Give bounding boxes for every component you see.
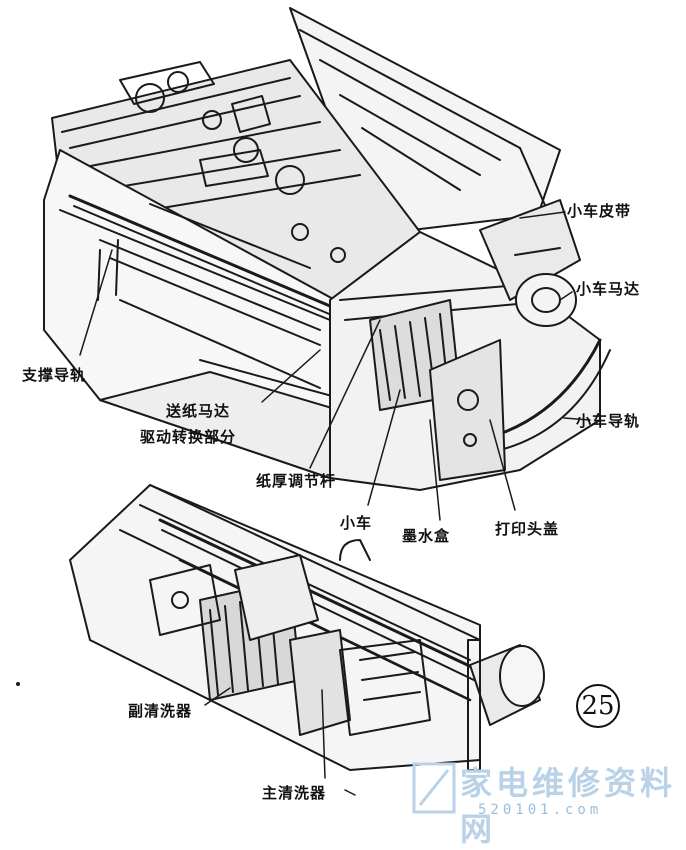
label-feed-motor-line1: 送纸马达 bbox=[166, 402, 231, 420]
watermark-title: 家电维修资料网 bbox=[460, 764, 677, 848]
leader-lines-top bbox=[79, 211, 591, 521]
label-feed-motor-line2: 驱动转换部分 bbox=[140, 428, 237, 446]
label-secondary-cleaner: 副清洗器 bbox=[128, 702, 193, 720]
label-paper-thickness-lever: 纸厚调节杆 bbox=[256, 472, 337, 490]
watermark: 家电维修资料网 520101.com bbox=[408, 756, 678, 848]
label-ink-cartridge: 墨水盒 bbox=[402, 527, 451, 545]
label-main-cleaner: 主清洗器 bbox=[262, 784, 327, 802]
leader-lines-bottom bbox=[204, 687, 326, 779]
carriage-mechanism-drawing bbox=[69, 484, 545, 771]
label-carriage-motor: 小车马达 bbox=[576, 280, 641, 298]
label-printhead-cover: 打印头盖 bbox=[495, 520, 560, 538]
label-carriage-belt: 小车皮带 bbox=[567, 202, 632, 220]
printer-upper-assembly bbox=[43, 7, 611, 491]
figure-number-badge: 25 bbox=[576, 684, 620, 728]
label-carriage: 小车 bbox=[340, 514, 373, 532]
label-carriage-rail: 小车导轨 bbox=[576, 412, 641, 430]
label-support-rail: 支撑导轨 bbox=[22, 366, 87, 384]
watermark-logo bbox=[412, 762, 456, 814]
watermark-url: 520101.com bbox=[478, 802, 603, 818]
